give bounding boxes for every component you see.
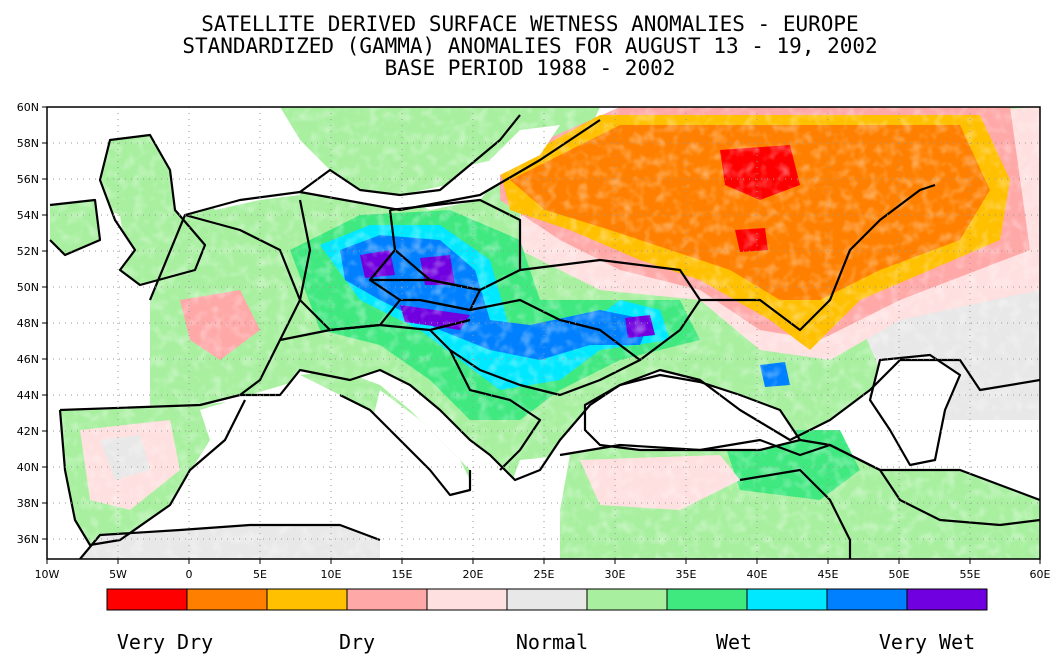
title-line-3: BASE PERIOD 1988 - 2002 bbox=[384, 56, 676, 80]
border-russia bbox=[700, 183, 936, 332]
legend-label-dry: Dry bbox=[338, 630, 376, 654]
legend-swatch-1 bbox=[106, 588, 188, 611]
lon-label-40E: 40E bbox=[747, 568, 768, 581]
lon-label-30E: 30E bbox=[605, 568, 626, 581]
lat-labels: 60N 58N 56N 54N 52N 50N 48N 46N 44N 42N … bbox=[17, 101, 39, 546]
lon-label-45E: 45E bbox=[818, 568, 839, 581]
lat-label-58N: 58N bbox=[17, 137, 39, 150]
sea-adriatic-ionian bbox=[370, 390, 490, 559]
borders bbox=[49, 114, 1040, 559]
lon-label-60E: 60E bbox=[1030, 568, 1051, 581]
lat-label-50N: 50N bbox=[17, 281, 39, 294]
lon-label-55E: 55E bbox=[960, 568, 981, 581]
lon-label-0: 0 bbox=[186, 568, 193, 581]
legend-swatch-11 bbox=[906, 588, 988, 611]
border-caucasus bbox=[799, 438, 1040, 527]
lat-label-40N: 40N bbox=[17, 461, 39, 474]
legend-label-wet: Wet bbox=[715, 630, 753, 654]
legend-swatch-9 bbox=[746, 588, 828, 611]
border-ukraine bbox=[519, 258, 702, 361]
lat-label-46N: 46N bbox=[17, 353, 39, 366]
coastline-europe-north bbox=[148, 119, 601, 301]
legend-swatch-4 bbox=[346, 588, 428, 611]
lon-label-5E: 5E bbox=[253, 568, 267, 581]
coastline-anatolia bbox=[559, 438, 1040, 502]
lat-label-38N: 38N bbox=[17, 497, 39, 510]
lon-label-20E: 20E bbox=[463, 568, 484, 581]
legend-swatch-2 bbox=[186, 588, 268, 611]
lat-label-52N: 52N bbox=[17, 245, 39, 258]
lon-labels: 10W 5W 0 5E 10E 15E 20E 25E 30E 35E 40E … bbox=[35, 568, 1051, 581]
map-field bbox=[47, 107, 1040, 559]
legend-swatch-5 bbox=[426, 588, 508, 611]
lat-label-36N: 36N bbox=[17, 533, 39, 546]
coastline-caspian bbox=[868, 353, 962, 467]
coastline-italy bbox=[339, 394, 472, 497]
legend-swatch-3 bbox=[266, 588, 348, 611]
lat-label-48N: 48N bbox=[17, 317, 39, 330]
legend-label-very-wet: Very Wet bbox=[878, 630, 976, 654]
sea-aegean bbox=[500, 455, 570, 540]
legend-swatch-8 bbox=[666, 588, 748, 611]
coastline-iberia bbox=[58, 399, 246, 547]
legend-label-very-dry: Very Dry bbox=[116, 630, 214, 654]
legend-swatch-6 bbox=[506, 588, 588, 611]
title-line-1: SATELLITE DERIVED SURFACE WETNESS ANOMAL… bbox=[201, 12, 859, 36]
title-line-2: STANDARDIZED (GAMMA) ANOMALIES FOR AUGUS… bbox=[182, 34, 878, 58]
lon-label-10W: 10W bbox=[35, 568, 60, 581]
sea-north bbox=[175, 107, 300, 210]
lat-label-42N: 42N bbox=[17, 425, 39, 438]
legend-labels: Very Dry Dry Normal Wet Very Wet bbox=[0, 630, 1060, 660]
border-alps bbox=[279, 318, 471, 342]
legend-swatch-7 bbox=[586, 588, 668, 611]
lon-label-50E: 50E bbox=[889, 568, 910, 581]
legend-label-normal: Normal bbox=[515, 630, 589, 654]
border-france bbox=[184, 213, 302, 396]
border-balkans bbox=[449, 349, 542, 471]
border-hungary-romania bbox=[429, 298, 642, 397]
sea-atlantic-north bbox=[47, 107, 110, 200]
sea-atlantic-bay-of-biscay bbox=[47, 290, 150, 410]
sea-caspian bbox=[870, 355, 960, 465]
border-middle-east bbox=[739, 468, 852, 559]
lat-label-60N: 60N bbox=[17, 101, 39, 114]
legend-colorbar bbox=[106, 588, 988, 611]
border-scandinavia bbox=[299, 114, 521, 197]
lat-label-56N: 56N bbox=[17, 173, 39, 186]
lon-label-15E: 15E bbox=[392, 568, 413, 581]
lat-label-54N: 54N bbox=[17, 209, 39, 222]
coastline-north-africa bbox=[79, 523, 381, 559]
sea-irish bbox=[96, 205, 125, 262]
lat-label-44N: 44N bbox=[17, 389, 39, 402]
legend-swatch-10 bbox=[826, 588, 908, 611]
lon-label-10E: 10E bbox=[321, 568, 342, 581]
tick-marks bbox=[42, 106, 1041, 564]
sea-south-band bbox=[380, 535, 560, 559]
sea-black-sea bbox=[585, 375, 800, 450]
lon-label-5W: 5W bbox=[109, 568, 127, 581]
wetness-anomaly-map: 60N 58N 56N 54N 52N 50N 48N 46N 44N 42N … bbox=[17, 101, 1051, 611]
border-czech bbox=[370, 278, 482, 312]
coastline-ireland bbox=[49, 198, 102, 257]
lon-label-25E: 25E bbox=[534, 568, 555, 581]
coastline-britain bbox=[98, 133, 207, 287]
lon-label-35E: 35E bbox=[676, 568, 697, 581]
